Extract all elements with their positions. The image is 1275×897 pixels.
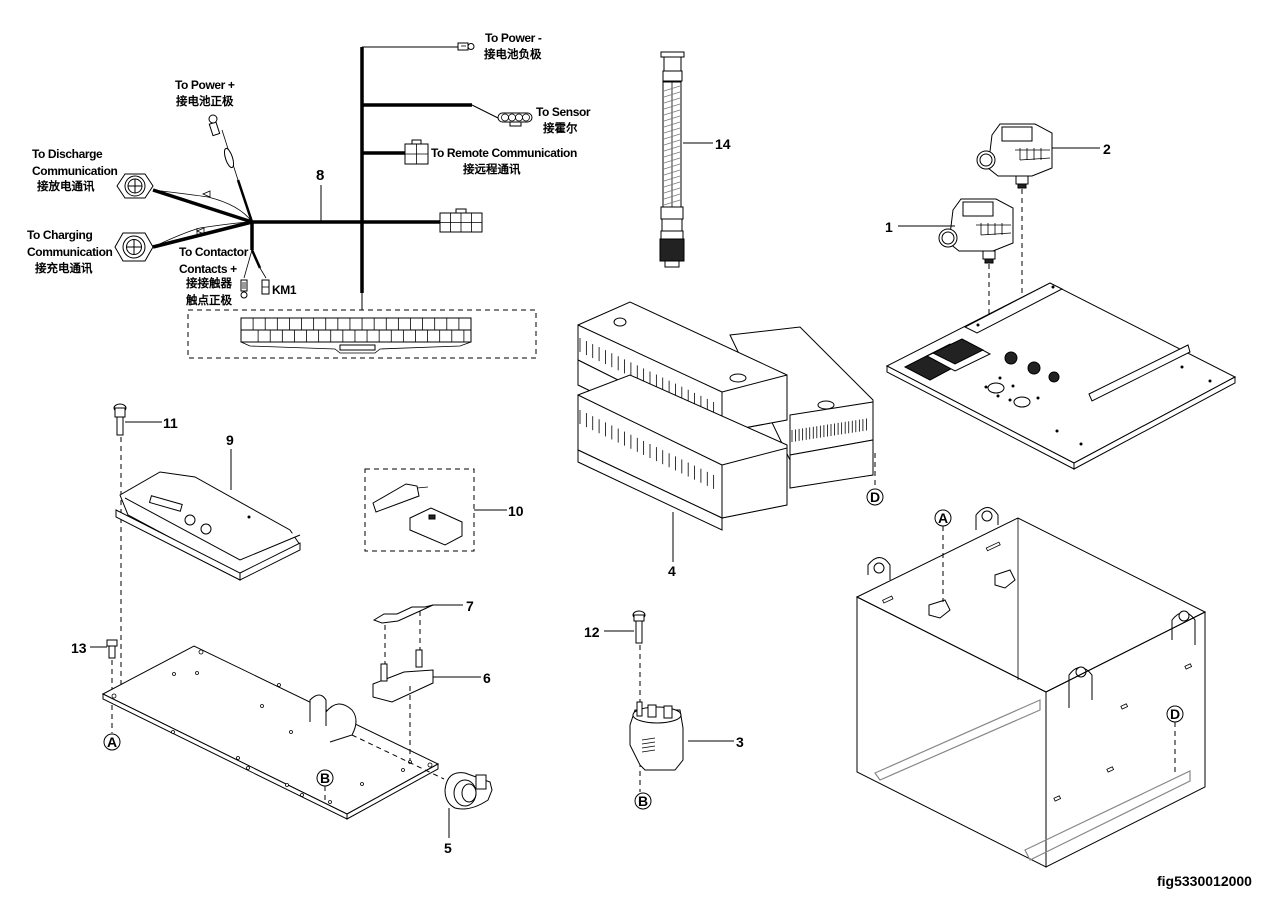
cable-braid xyxy=(663,139,681,146)
label-discharge-cn: 接放电通讯 xyxy=(37,179,95,193)
label-power-positive-en: To Power + xyxy=(175,78,235,92)
callout-4: 4 xyxy=(668,563,676,579)
part-11-screw xyxy=(113,403,162,436)
callout-9: 9 xyxy=(226,432,234,448)
label-contactor-en-2: Contacts + xyxy=(179,262,237,276)
label-contactor-cn-1: 接接触器 xyxy=(186,276,232,290)
part-9-bms-controller xyxy=(115,449,301,581)
connector-power-negative xyxy=(457,42,475,51)
callout-8: 8 xyxy=(316,167,324,184)
cable-braid xyxy=(663,193,681,200)
svg-text:D: D xyxy=(870,489,880,505)
cable-braid xyxy=(663,163,681,170)
cable-braid xyxy=(663,151,681,158)
cable-braid xyxy=(663,157,681,164)
label-contactor-cn-2: 触点正极 xyxy=(185,293,232,307)
callout-13: 13 xyxy=(71,640,87,656)
part-4-battery-module-stack xyxy=(577,301,874,562)
part-3-contactor xyxy=(629,701,734,771)
cable-braid xyxy=(663,97,681,104)
label-remote-comm-en: To Remote Communication xyxy=(431,146,577,160)
callout-3: 3 xyxy=(736,734,744,750)
callout-12: 12 xyxy=(584,624,600,640)
cable-braid xyxy=(663,121,681,128)
wiring-harness xyxy=(152,46,499,310)
cable-braid xyxy=(663,175,681,182)
label-charging-en-1: To Charging xyxy=(27,228,92,242)
callout-2: 2 xyxy=(1103,141,1111,157)
cable-braid xyxy=(663,133,681,140)
callout-5: 5 xyxy=(444,840,452,856)
callout-14: 14 xyxy=(715,136,731,152)
callout-10: 10 xyxy=(508,503,524,519)
cable-braid xyxy=(663,199,681,206)
cable-braid xyxy=(663,127,681,134)
svg-text:B: B xyxy=(638,793,648,809)
cable-braid xyxy=(663,91,681,98)
part-7-fuse xyxy=(372,604,463,624)
svg-text:B: B xyxy=(320,770,330,786)
connector-charging-communication xyxy=(114,232,154,262)
marker-D-box: D xyxy=(1166,705,1184,775)
connector-discharge-communication xyxy=(116,173,154,199)
part-10-remote-module-kit xyxy=(364,468,507,552)
cable-braid xyxy=(663,103,681,110)
connector-remote-communication xyxy=(404,139,429,165)
part-1-sensor-module xyxy=(898,198,1014,264)
figure-id: fig5330012000 xyxy=(1157,873,1252,889)
connector-8pin xyxy=(430,208,483,233)
cable-braid xyxy=(663,109,681,116)
cable-braid xyxy=(663,187,681,194)
part-2-sensor-module xyxy=(976,123,1100,189)
label-sensor-cn: 接霍尔 xyxy=(543,121,578,135)
connector-sensor xyxy=(497,112,533,127)
marker-D: D xyxy=(866,488,884,506)
label-discharge-en-1: To Discharge xyxy=(32,147,103,161)
part-13-bolt xyxy=(90,639,118,659)
svg-text:A: A xyxy=(107,734,117,750)
cable-braid xyxy=(663,145,681,152)
cable-braid xyxy=(663,169,681,176)
label-km1: KM1 xyxy=(272,283,297,297)
svg-text:A: A xyxy=(938,510,948,526)
callout-11: 11 xyxy=(163,415,178,431)
label-power-negative-cn: 接电池负极 xyxy=(484,47,542,61)
marker-A: A xyxy=(103,733,121,751)
top-cover-plate xyxy=(885,282,1237,470)
label-remote-comm-cn: 接远程通讯 xyxy=(463,162,521,176)
cable-braid xyxy=(663,85,681,92)
battery-box-enclosure xyxy=(855,507,1207,868)
part-14-communication-cable xyxy=(659,51,713,268)
label-charging-en-2: Communication xyxy=(27,245,113,259)
callout-6: 6 xyxy=(483,670,491,686)
part-6-fuse-holder xyxy=(372,649,481,703)
part-12-screw xyxy=(604,610,646,644)
label-contactor-en-1: To Contactor xyxy=(179,245,249,259)
label-power-positive-cn: 接电池正极 xyxy=(176,94,234,108)
label-charging-cn: 接充电通讯 xyxy=(35,261,93,275)
cable-braid xyxy=(663,181,681,188)
base-plate xyxy=(101,645,445,820)
marker-B: B xyxy=(316,769,334,800)
marker-B-contactor: B xyxy=(634,792,652,810)
label-power-negative-en: To Power - xyxy=(485,31,542,45)
label-sensor-en: To Sensor xyxy=(536,105,591,119)
svg-text:D: D xyxy=(1170,706,1180,722)
connector-main-40pin xyxy=(187,309,537,359)
callout-1: 1 xyxy=(885,219,893,235)
part-5-hall-sensor-ring xyxy=(444,772,493,838)
callout-7: 7 xyxy=(466,598,474,614)
label-discharge-en-2: Communication xyxy=(32,164,118,178)
marker-A-box: A xyxy=(934,509,952,602)
cable-braid xyxy=(663,115,681,122)
